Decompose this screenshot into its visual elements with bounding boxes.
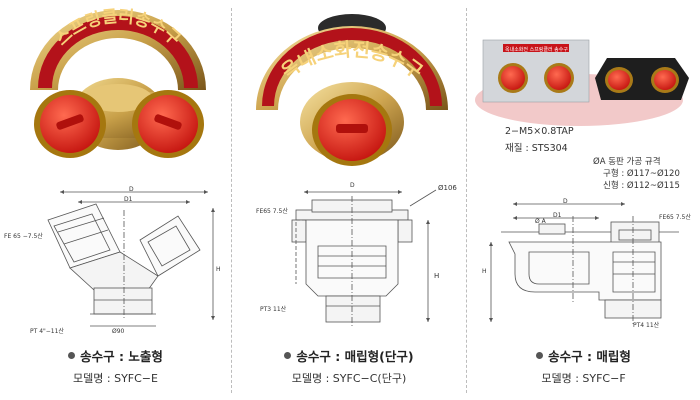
- dim-d: D: [563, 198, 568, 205]
- caption-model: 모델명 : SYFC−C(단구): [291, 372, 407, 385]
- panel-flush-type: 옥내소화전 스프링클러 송수구 2−M5×0.8TAP 재질 : STS304 …: [467, 0, 700, 400]
- caption-model: 모델명 : SYFC−E: [73, 372, 158, 385]
- thread-pt-label: PT3 11산: [260, 306, 287, 313]
- thread-fe-label: FE65 7.5산: [659, 214, 691, 221]
- bullet-icon: [68, 352, 76, 359]
- plate-engraving: 옥내소화전 스프링클러 송수구: [505, 47, 568, 53]
- dim-d1: D1: [124, 196, 133, 203]
- thread-pt-label: PT4 11산: [633, 322, 660, 329]
- flush-type-drawing: [489, 202, 679, 326]
- dim-d: D: [129, 186, 134, 193]
- bullet-icon: [536, 352, 544, 359]
- flush-single-connection-photo: 옥내소화전송수구: [256, 14, 448, 166]
- exposed-type-drawing: [47, 190, 215, 327]
- caption-model: 모델명 : SYFC−F: [541, 372, 626, 385]
- exposed-connection-photo: 스프링클러송수구: [30, 7, 206, 158]
- thread-fe-label: FE 65 −7.5산: [4, 233, 43, 240]
- notes-new: 신형 : Ø112~Ø115: [603, 181, 680, 191]
- caption-title: 송수구 : 매립형(단구): [296, 349, 414, 364]
- spec-material: 재질 : STS304: [505, 143, 568, 154]
- thread-fe-label: FE65 7.5산: [256, 208, 288, 215]
- dim-h: H: [434, 272, 440, 280]
- caption-exposed: 송수구 : 노출형 모델명 : SYFC−E: [0, 346, 231, 386]
- plate-cut-notes: ØA 동판 가공 규격 구형 : Ø117~Ø120 신형 : Ø112~Ø11…: [593, 156, 680, 192]
- notes-title: ØA 동판 가공 규격: [593, 157, 661, 167]
- dim-phi: Ø106: [438, 184, 457, 192]
- caption-flush: 송수구 : 매립형 모델명 : SYFC−F: [467, 346, 700, 386]
- thread-pt-label: PT 4"−11산: [30, 328, 64, 335]
- panel-divider-2: [466, 8, 467, 393]
- bullet-icon: [284, 352, 292, 359]
- dim-h: H: [482, 268, 487, 275]
- flush-connection-photo: [475, 39, 689, 126]
- caption-title: 송수구 : 매립형: [548, 349, 631, 364]
- flush-single-drawing: [291, 189, 437, 326]
- panel-divider-1: [231, 8, 232, 393]
- dim-phi: Ø90: [112, 328, 125, 335]
- dim-d: D: [350, 182, 355, 189]
- dim-d1: D1: [553, 212, 562, 219]
- spec-tap: 2−M5×0.8TAP: [505, 126, 574, 137]
- notes-old: 구형 : Ø117~Ø120: [603, 169, 680, 179]
- dim-h: H: [216, 266, 221, 273]
- panel-flush-single-type: 옥내소화전송수구: [232, 0, 466, 400]
- caption-title: 송수구 : 노출형: [80, 349, 163, 364]
- panel-exposed-type: 스프링클러송수구: [0, 0, 231, 400]
- dim-phi-a: Ø A: [535, 218, 546, 225]
- caption-flush-single: 송수구 : 매립형(단구) 모델명 : SYFC−C(단구): [232, 346, 466, 386]
